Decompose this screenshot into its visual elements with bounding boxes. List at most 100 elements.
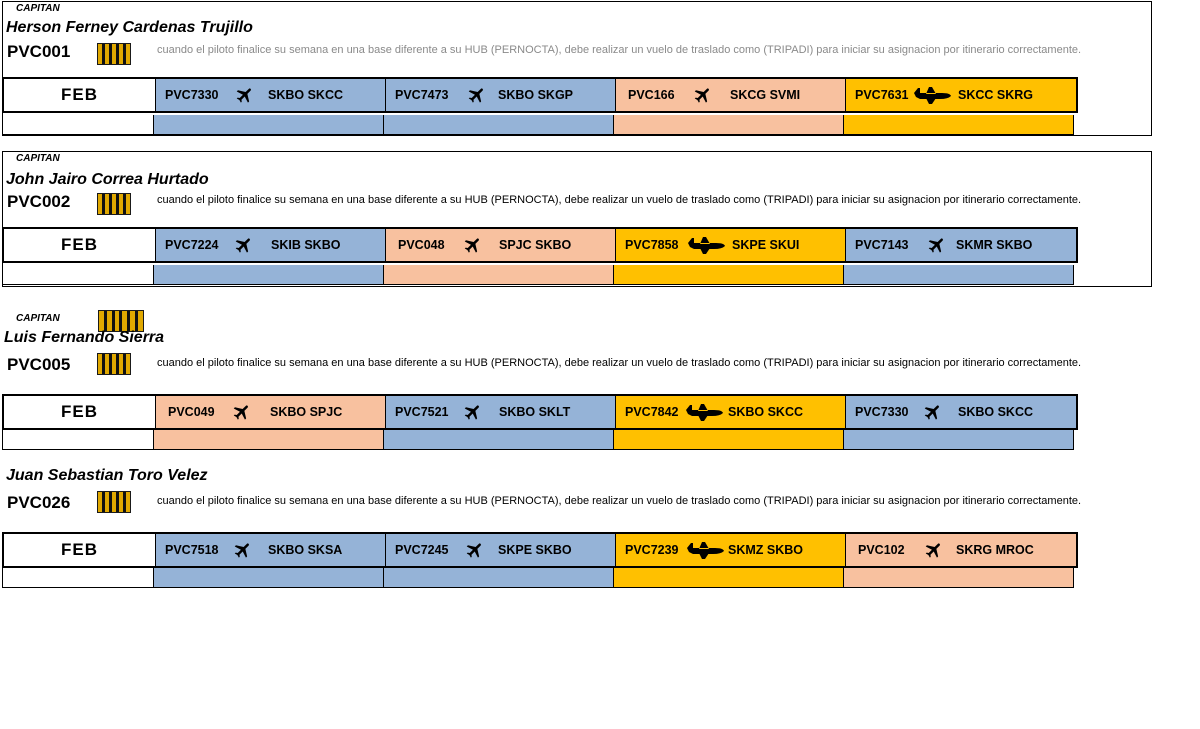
flight-cell[interactable]: PVC049 SKBO SPJC — [156, 396, 386, 428]
flight-route: SKMR SKBO — [956, 238, 1033, 252]
subrow-cell — [384, 430, 614, 450]
jet-icon — [468, 88, 483, 103]
flight-code: PVC7521 — [395, 405, 449, 419]
subrow-cell — [844, 115, 1074, 135]
subrow-cell — [844, 430, 1074, 450]
pilot-code: PVC002 — [7, 192, 71, 211]
flight-cell[interactable]: PVC166 SKCG SVMI — [616, 79, 846, 111]
subrow-cell — [154, 430, 384, 450]
pilot-code: PVC005 — [7, 355, 71, 374]
pilot-card-frame — [2, 1, 1152, 136]
month-label: FEB — [4, 79, 156, 111]
pilot-code: PVC026 — [7, 493, 71, 512]
subrow-cell — [154, 568, 384, 588]
schedule-subrow — [2, 115, 1074, 135]
subrow-cell — [614, 265, 844, 285]
flight-code: PVC7518 — [165, 543, 219, 557]
captain-stripes-icon — [97, 193, 131, 215]
flight-cell[interactable]: PVC7224 SKIB SKBO — [156, 229, 386, 261]
rank-label: CAPITAN — [16, 153, 60, 164]
flight-code: PVC7473 — [395, 88, 449, 102]
subrow-blank — [2, 430, 154, 450]
schedule-subrow — [2, 568, 1074, 588]
pilot-note: cuando el piloto finalice su semana en u… — [157, 194, 1082, 206]
captain-stripes-icon — [98, 310, 144, 332]
flight-route: SPJC SKBO — [499, 238, 572, 252]
flight-route: SKRG MROC — [956, 543, 1034, 557]
schedule-subrow — [2, 265, 1074, 285]
month-label: FEB — [4, 229, 156, 261]
flight-cell[interactable]: PVC7521 SKBO SKLT — [386, 396, 616, 428]
jet-icon — [924, 405, 939, 420]
subrow-cell — [844, 265, 1074, 285]
subrow-cell — [384, 568, 614, 588]
flight-cell[interactable]: PVC7143 SKMR SKBO — [846, 229, 1076, 261]
flight-route: SKBO SKGP — [498, 88, 574, 102]
flight-code: PVC7143 — [855, 238, 909, 252]
flight-route: SKBO SKCC — [268, 88, 344, 102]
flight-cell[interactable]: PVC7858 SKPE SKUI — [616, 229, 846, 261]
subrow-cell — [614, 568, 844, 588]
flight-code: PVC7330 — [165, 88, 219, 102]
pilot-note: cuando el piloto finalice su semana en u… — [157, 495, 1082, 507]
flight-code: PVC048 — [398, 238, 445, 252]
flight-cell[interactable]: PVC7245 SKPE SKBO — [386, 534, 616, 566]
jet-icon — [464, 238, 479, 253]
flight-cell[interactable]: PVC7518 SKBO SKSA — [156, 534, 386, 566]
subrow-blank — [2, 265, 154, 285]
jet-icon — [925, 543, 940, 558]
pilot-name: Herson Ferney Cardenas Trujillo — [6, 19, 253, 36]
subrow-cell — [384, 265, 614, 285]
jet-icon — [466, 543, 481, 558]
turboprop-icon — [686, 404, 723, 421]
flight-code: PVC7330 — [855, 405, 909, 419]
jet-icon — [234, 543, 249, 558]
pilot-name: Juan Sebastian Toro Velez — [6, 467, 208, 484]
flight-cell[interactable]: PVC7473 SKBO SKGP — [386, 79, 616, 111]
subrow-cell — [384, 115, 614, 135]
turboprop-icon — [914, 87, 951, 104]
flight-route: SKBO SKSA — [268, 543, 343, 557]
flight-cell[interactable]: PVC7631 SKCC SKRG — [846, 79, 1076, 111]
pilot-name: John Jairo Correa Hurtado — [6, 171, 209, 188]
flight-code: PVC7631 — [855, 88, 909, 102]
flight-cell[interactable]: PVC7330 SKBO SKCC — [846, 396, 1076, 428]
schedule-row: FEB PVC7518 SKBO SKSA PVC7245 SKPE SKBO … — [2, 532, 1078, 568]
pilot-note: cuando el piloto finalice su semana en u… — [157, 357, 1082, 369]
rank-label: CAPITAN — [16, 3, 60, 14]
flight-cell[interactable]: PVC7842 SKBO SKCC — [616, 396, 846, 428]
flight-route: SKBO SKCC — [728, 405, 804, 419]
captain-stripes-icon — [97, 353, 131, 375]
subrow-cell — [614, 115, 844, 135]
subrow-cell — [154, 115, 384, 135]
flight-cell[interactable]: PVC7330 SKBO SKCC — [156, 79, 386, 111]
flight-route: SKCC SKRG — [958, 88, 1034, 102]
jet-icon — [233, 405, 248, 420]
flight-route: SKPE SKUI — [732, 238, 800, 252]
flight-cell[interactable]: PVC102 SKRG MROC — [846, 534, 1076, 566]
captain-stripes-icon — [97, 491, 131, 513]
flight-cell[interactable]: PVC048 SPJC SKBO — [386, 229, 616, 261]
flight-code: PVC102 — [858, 543, 905, 557]
schedule-row: FEB PVC7330 SKBO SKCC PVC7473 SKBO SKGP … — [2, 77, 1078, 113]
subrow-blank — [2, 568, 154, 588]
jet-icon — [235, 238, 250, 253]
pilot-name: Luis Fernando Sierra — [4, 329, 165, 346]
subrow-cell — [154, 265, 384, 285]
jet-icon — [464, 405, 479, 420]
rank-label: CAPITAN — [16, 313, 60, 324]
flight-route: SKIB SKBO — [271, 238, 341, 252]
flight-code: PVC7858 — [625, 238, 679, 252]
schedule-row: FEB PVC049 SKBO SPJC PVC7521 SKBO SKLT P… — [2, 394, 1078, 430]
jet-icon — [694, 88, 709, 103]
flight-route: SKPE SKBO — [498, 543, 572, 557]
flight-code: PVC7842 — [625, 405, 679, 419]
subrow-cell — [614, 430, 844, 450]
subrow-cell — [844, 568, 1074, 588]
flight-route: SKBO SKLT — [499, 405, 571, 419]
flight-code: PVC7245 — [395, 543, 449, 557]
flight-code: PVC7224 — [165, 238, 219, 252]
pilot-note: cuando el piloto finalice su semana en u… — [157, 44, 1082, 56]
flight-cell[interactable]: PVC7239 SKMZ SKBO — [616, 534, 846, 566]
flight-route: SKBO SKCC — [958, 405, 1034, 419]
